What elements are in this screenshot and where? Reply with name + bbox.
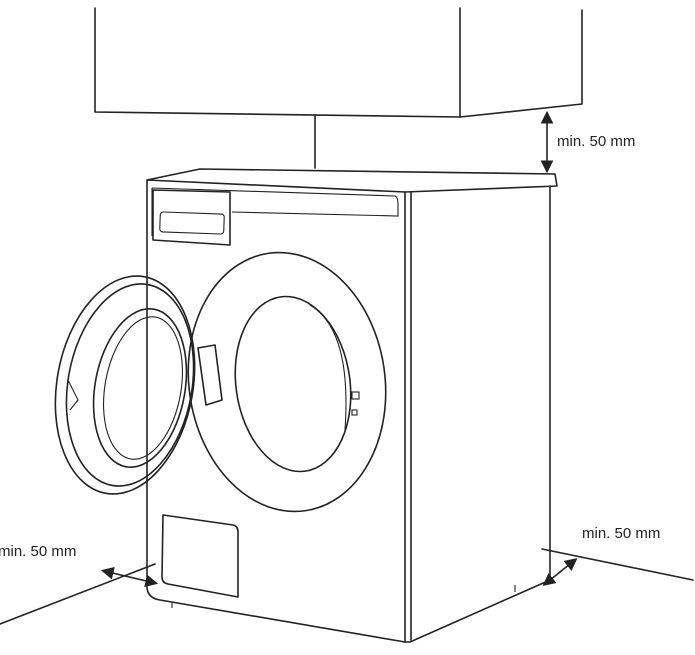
left-clearance-arrow <box>100 566 159 588</box>
hinge <box>197 344 223 406</box>
right-clearance-arrow <box>542 558 578 586</box>
porthole-outer <box>187 251 387 513</box>
top-clearance-label: min. 50 mm <box>557 133 636 150</box>
left-clearance-label: min. 50 mm <box>0 543 77 560</box>
drum-opening <box>234 295 352 473</box>
detergent-drawer <box>152 189 231 246</box>
washing-machine <box>54 168 558 643</box>
open-door <box>54 275 196 495</box>
filter-panel <box>161 514 239 598</box>
floor-wall-lines <box>0 548 694 625</box>
right-clearance-label: min. 50 mm <box>582 525 661 542</box>
overhead-cabinet <box>94 7 583 118</box>
